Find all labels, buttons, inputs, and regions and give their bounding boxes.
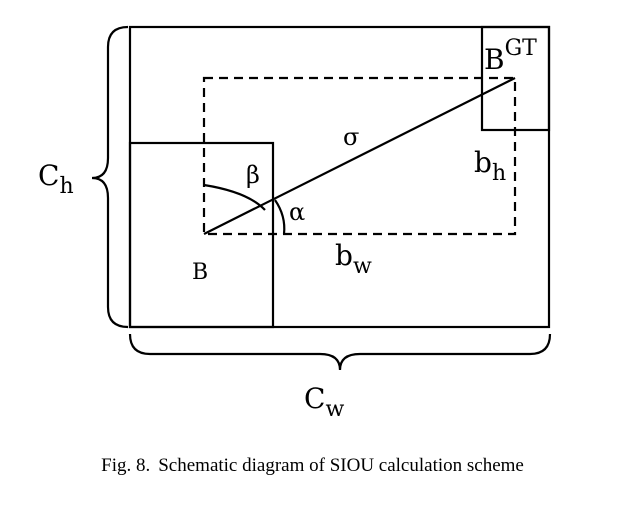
bw-label: bw bbox=[335, 239, 372, 279]
bh-label: bh bbox=[474, 146, 506, 186]
alpha-arc bbox=[274, 199, 286, 235]
caption-text: Schematic diagram of SIOU calculation sc… bbox=[158, 455, 524, 476]
alpha-label: α bbox=[289, 198, 305, 226]
bgt-label: BGT bbox=[484, 36, 537, 76]
figure-number: Fig. 8. bbox=[101, 455, 151, 476]
sigma-label: σ bbox=[343, 123, 359, 151]
figure-caption: Fig. 8. Schematic diagram of SIOU calcula… bbox=[0, 455, 619, 477]
height-brace bbox=[91, 25, 129, 329]
beta-label: β bbox=[246, 161, 260, 189]
b-label: B bbox=[192, 260, 208, 285]
ch-label: Ch bbox=[38, 159, 74, 199]
beta-arc bbox=[203, 183, 266, 211]
width-brace bbox=[128, 333, 552, 371]
cw-label: Cw bbox=[304, 382, 344, 422]
center-distance-box bbox=[202, 76, 517, 236]
center-line bbox=[203, 77, 516, 235]
